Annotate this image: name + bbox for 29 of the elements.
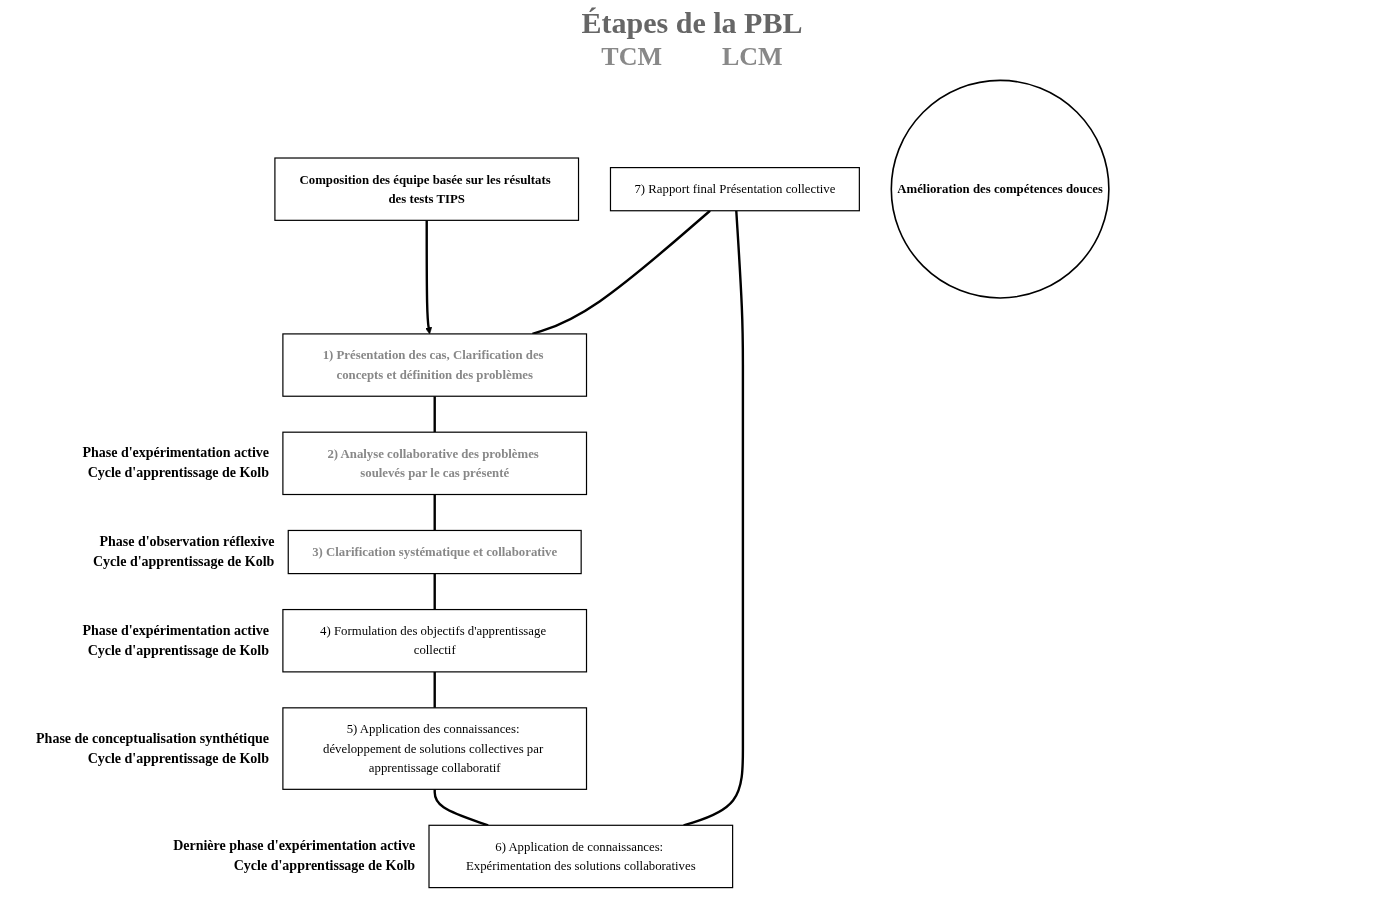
phase-note: Phase d'expérimentation active [82,621,269,640]
node-box: 3) Clarification systématique et collaborative [287,529,582,575]
connector [683,210,745,827]
phase-note: Cycle d'apprentissage de Kolb [87,749,269,768]
cycle-label: TCM [601,42,662,71]
node-box: 7) Rapport final Présentation collective [610,167,861,212]
phase-note: Phase d'expérimentation active [82,444,269,463]
connector [433,573,436,610]
node-box: 6) Application de connaissances: Expérimentation des solutions collaboratives [428,824,734,889]
phase-note: Dernière phase d'expérimentation active [173,837,416,856]
cycle-label: LCM [722,42,783,71]
node-circle: Amélioration des compétences douces [890,79,1110,299]
diagram-title: Étapes de la PBL [580,6,804,40]
arrow [425,220,433,335]
phase-note: Cycle d'apprentissage de Kolb [87,641,269,660]
phase-note: Cycle d'apprentissage de Kolb [93,553,275,571]
connector [433,789,489,827]
connector [433,494,436,531]
node-box: 2) Analyse collaborative des problèmes soulevés par le cas présenté [282,431,588,496]
phase-note: Phase d'observation réflexive [99,533,275,551]
node-box: 4) Formulation des objectifs d'apprentissage collectif [282,608,588,673]
node-box: 5) Application des connaissances: développement de solutions collectives par apprentissage collaboratif [282,707,588,790]
connector [433,671,436,708]
phase-note: Phase de conceptualisation synthétique [36,729,269,748]
node-box: Composition des équipe basée sur les résultats des tests TIPS [274,157,580,221]
phase-note: Cycle d'apprentissage de Kolb [87,464,269,483]
connector [433,396,436,433]
node-box: 1) Présentation des cas, Clarification des concepts et définition des problèmes [282,333,588,397]
phase-note: Cycle d'apprentissage de Kolb [233,857,416,876]
